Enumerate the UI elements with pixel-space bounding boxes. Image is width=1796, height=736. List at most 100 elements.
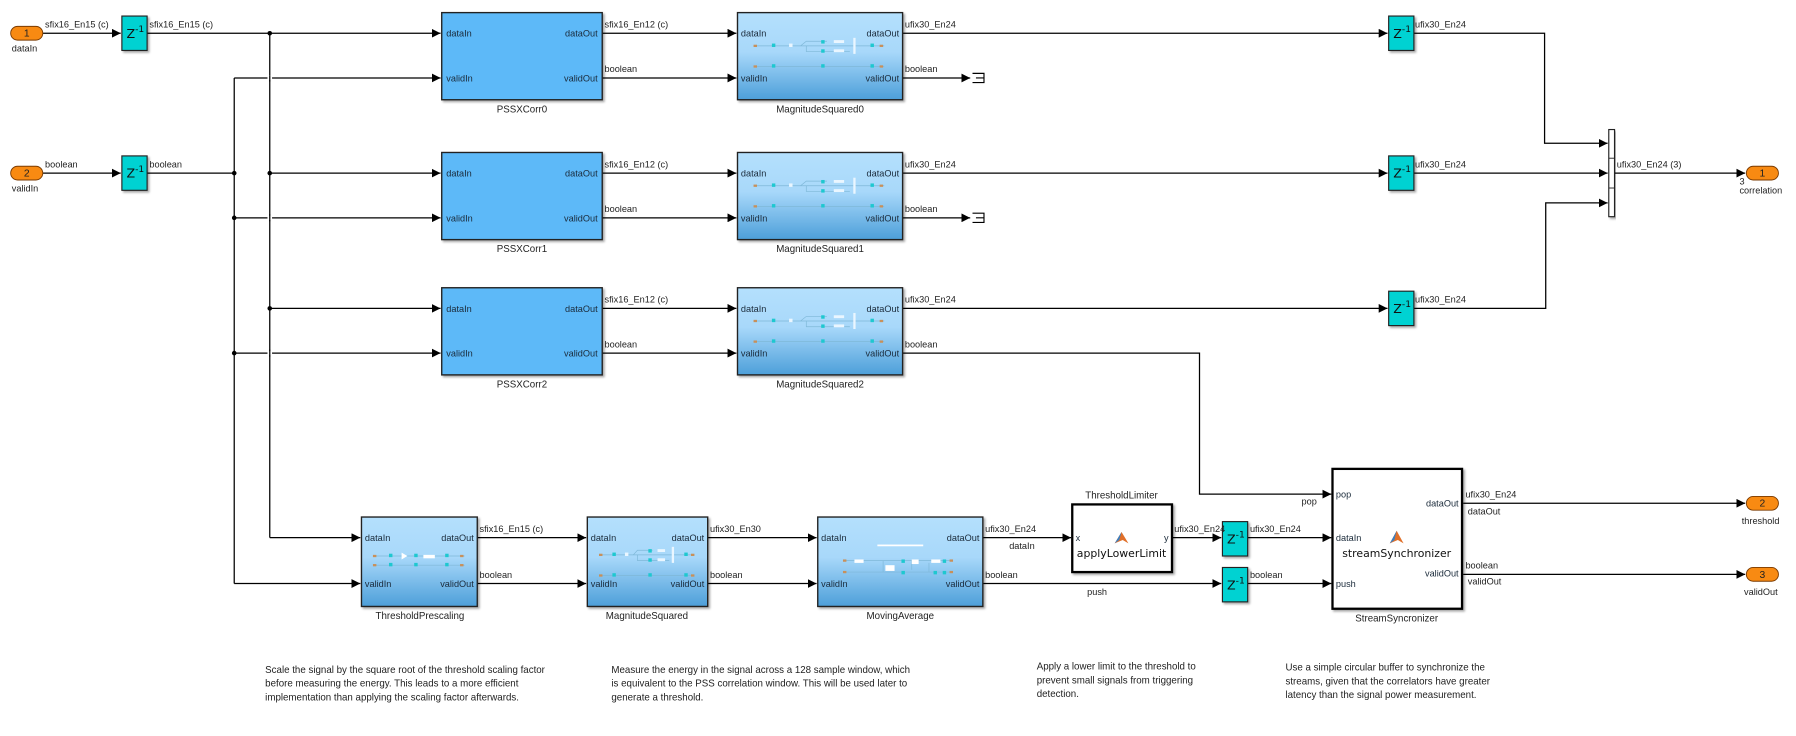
signal-label: boolean [605, 64, 638, 74]
port-label: validIn [365, 579, 391, 589]
subsystem-preview-icon [372, 552, 465, 567]
port-label: dataIn [1336, 533, 1361, 543]
subsystem-preview-icon [842, 544, 954, 575]
unit-delay-block[interactable]: Z-1 [1221, 566, 1249, 603]
signal-label: boolean [905, 339, 938, 349]
outport-name: correlation [1739, 186, 1782, 196]
block-name: MagnitudeSquared0 [776, 104, 864, 115]
subsystem-preview-icon [753, 177, 885, 208]
inport-validIn[interactable]: 2 validIn [10, 165, 44, 193]
port-label: validOut [564, 349, 598, 359]
signal-label: dataOut [1468, 507, 1501, 517]
signal-label: ufix30_En24 [1465, 490, 1516, 500]
block-name: MagnitudeSquared2 [776, 379, 864, 390]
note-line: latency than the signal power measuremen… [1285, 690, 1476, 701]
unit-delay-block[interactable]: Z-1 [1388, 15, 1415, 52]
port-label: validIn [741, 73, 767, 83]
thresholdprescaling-block[interactable]: dataIn validIn dataOut validOut Threshol… [360, 516, 478, 622]
signal-labels: sfix16_En15 (c) sfix16_En15 (c) boolean … [45, 20, 1681, 597]
port-label: validOut [866, 73, 900, 83]
signal-label: dataIn [1009, 541, 1034, 551]
signal-label: push [1087, 587, 1107, 597]
signal-label: sfix16_En12 (c) [605, 20, 669, 30]
signal-label: ufix30_En24 [905, 159, 956, 169]
signal-label: ufix30_En24 [1174, 524, 1225, 534]
signal-label: ufix30_En24 [985, 524, 1036, 534]
port-label: dataOut [1426, 499, 1459, 509]
signal-label: sfix16_En12 (c) [605, 159, 669, 169]
magnitudesquared-block[interactable]: dataIn validIn dataOut validOut Magnitud… [586, 516, 709, 622]
terminator-icon [972, 72, 985, 84]
block-name: ThresholdLimiter [1085, 491, 1158, 502]
port-label: dataOut [441, 533, 474, 543]
note-line: detection. [1037, 689, 1079, 700]
inport-name: validIn [12, 183, 38, 193]
signal-label: sfix16_En15 (c) [149, 20, 213, 30]
port-label: validOut [671, 579, 705, 589]
thresholdlimiter-block[interactable]: ThresholdLimiter applyLowerLimit x y [1071, 491, 1174, 574]
note-line: prevent small signals from triggering [1037, 675, 1193, 686]
annotation-note: Scale the signal by the square root of t… [265, 665, 546, 704]
block-name: StreamSyncronizer [1355, 613, 1439, 624]
pssxcorr2-block[interactable]: dataIn validIn dataOut validOut PSSXCorr… [441, 287, 603, 391]
note-line: streams, given that the correlators have… [1285, 676, 1490, 687]
unit-delay-block[interactable]: Z-1 [121, 15, 148, 52]
pssxcorr0-block[interactable]: dataIn validIn dataOut validOut PSSXCorr… [441, 11, 603, 116]
signal-label: ufix30_En24 [905, 20, 956, 30]
function-name: streamSynchronizer [1342, 547, 1451, 560]
outport-number: 2 [1760, 499, 1766, 510]
port-label: dataIn [446, 169, 471, 179]
outport-correlation[interactable]: 1 3 correlation [1739, 165, 1782, 196]
unit-delay-block[interactable]: Z-1 [1221, 521, 1249, 557]
note-line: is equivalent to the PSS correlation win… [611, 679, 907, 690]
magnitudesquared2-block[interactable]: dataIn validIn dataOut validOut Magnitud… [736, 287, 904, 391]
port-label: validOut [564, 73, 598, 83]
annotation-note: Use a simple circular buffer to synchron… [1285, 663, 1490, 702]
port-label: validOut [1425, 569, 1459, 579]
outport-name: threshold [1742, 516, 1780, 526]
outport-number: 1 [1760, 169, 1766, 180]
signal-label: sfix16_En12 (c) [605, 295, 669, 305]
signal-label: pop [1302, 496, 1317, 506]
port-label: y [1164, 533, 1169, 543]
signal-label: sfix16_En15 (c) [45, 20, 109, 30]
junction-dots [231, 30, 273, 356]
block-name: PSSXCorr2 [497, 379, 547, 390]
subsystem-preview-icon [599, 546, 695, 577]
port-label: dataIn [741, 304, 766, 314]
inport-dataIn[interactable]: 1 dataIn [10, 25, 44, 54]
signal-label: boolean [45, 159, 78, 169]
block-name: MagnitudeSquared1 [776, 244, 864, 255]
port-label: validOut [564, 213, 598, 223]
unit-delay-block[interactable]: Z-1 [1388, 290, 1415, 327]
outport-validOut[interactable]: 3 validOut [1744, 567, 1779, 597]
outport-threshold[interactable]: 2 threshold [1742, 495, 1780, 526]
port-label: validIn [446, 349, 472, 359]
streamsyncronizer-block[interactable]: streamSynchronizer pop dataIn push dataO… [1331, 467, 1464, 624]
port-label: validIn [741, 349, 767, 359]
signal-label: boolean [1465, 561, 1498, 571]
signal-label: ufix30_En24 [1415, 20, 1466, 30]
inport-number: 2 [24, 169, 30, 180]
signal-label: ufix30_En30 [710, 524, 761, 534]
note-line: before measuring the energy. This leads … [265, 679, 519, 690]
port-label: dataOut [565, 169, 598, 179]
unit-delay-block[interactable]: Z-1 [121, 155, 148, 191]
port-label: dataIn [741, 29, 766, 39]
signal-label: boolean [605, 339, 638, 349]
movingaverage-block[interactable]: dataIn validIn dataOut validOut MovingAv… [817, 516, 984, 622]
outport-number: 3 [1760, 570, 1766, 581]
magnitudesquared0-block[interactable]: dataIn validIn dataOut validOut Magnitud… [736, 11, 904, 116]
signal-label: boolean [605, 204, 638, 214]
port-label: validOut [866, 213, 900, 223]
mux-block[interactable] [1608, 128, 1616, 218]
note-line: Measure the energy in the signal across … [611, 665, 910, 676]
unit-delay-block[interactable]: Z-1 [1388, 155, 1415, 191]
function-name: applyLowerLimit [1077, 547, 1166, 560]
signal-label: ufix30_En24 [905, 295, 956, 305]
pssxcorr1-block[interactable]: dataIn validIn dataOut validOut PSSXCorr… [441, 151, 603, 255]
port-label: dataOut [565, 304, 598, 314]
magnitudesquared1-block[interactable]: dataIn validIn dataOut validOut Magnitud… [736, 151, 904, 255]
block-name: ThresholdPrescaling [376, 611, 465, 622]
